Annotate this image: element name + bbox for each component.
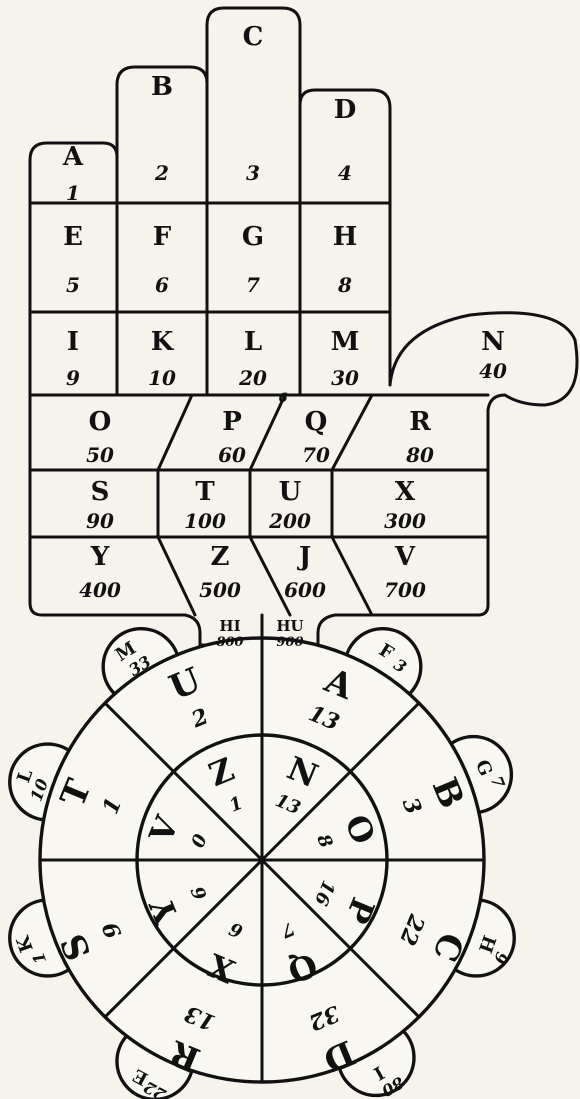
- palm-letter: Z: [211, 542, 230, 572]
- palm-number: 600: [284, 578, 326, 602]
- palm-number: 100: [184, 509, 226, 533]
- hand-letter: M: [331, 327, 360, 357]
- hand-letter: F: [153, 222, 172, 252]
- hand-number: 20: [238, 366, 267, 390]
- hand-letter: I: [67, 327, 79, 357]
- palm-letter: Q: [305, 407, 328, 437]
- finger-number: 1: [66, 181, 80, 205]
- palm-letter: U: [279, 477, 302, 507]
- hand-number: 30: [331, 366, 359, 390]
- palm-number: 400: [79, 578, 121, 602]
- hand-letter: G: [242, 222, 264, 252]
- finger-letter: C: [243, 22, 264, 52]
- hand-letter: K: [151, 327, 175, 357]
- palm-number: 500: [199, 578, 241, 602]
- palm-number: 90: [86, 509, 114, 533]
- palm-number: 300: [384, 509, 426, 533]
- wrist-number: 900: [276, 635, 303, 650]
- palm-letter: Y: [90, 542, 110, 572]
- hand-letter: L: [244, 327, 262, 357]
- palm-letter: X: [395, 477, 416, 507]
- stray-mark: 6: [278, 391, 287, 406]
- finger-letter: B: [151, 72, 173, 102]
- palm-letter: P: [222, 407, 242, 437]
- palm-letter: V: [394, 542, 416, 572]
- palm-number: 60: [218, 443, 246, 467]
- palm-letter: O: [89, 407, 112, 437]
- wrist-letter: HI: [219, 617, 240, 635]
- palm-letter: J: [297, 542, 311, 572]
- finger-number: 2: [154, 161, 169, 185]
- hand-number: 9: [66, 366, 80, 390]
- wrist-letter: HU: [276, 617, 303, 635]
- palm-number: 700: [384, 578, 426, 602]
- finger-letter: D: [334, 95, 357, 125]
- thumb-number: 40: [479, 359, 507, 383]
- palm-letter: R: [409, 407, 431, 437]
- finger-number: 4: [338, 161, 352, 185]
- hand-number: 5: [66, 273, 80, 297]
- palm-letter: S: [91, 477, 110, 507]
- finger-number: 3: [246, 161, 260, 185]
- palm-number: 50: [86, 443, 114, 467]
- palm-letter: T: [195, 477, 215, 507]
- hand-letter: H: [333, 222, 358, 252]
- hand-letter: E: [63, 222, 83, 252]
- palm-number: 200: [268, 509, 311, 533]
- palm-number: 70: [302, 443, 330, 467]
- hand-number: 8: [337, 273, 352, 297]
- palm-number: 80: [405, 443, 434, 467]
- hand-number: 7: [246, 273, 260, 297]
- thumb-letter: N: [481, 327, 505, 357]
- finger-letter: A: [62, 142, 84, 172]
- hand-number: 6: [155, 273, 169, 297]
- hand-number: 10: [148, 366, 176, 390]
- wrist-number: 800: [216, 635, 243, 650]
